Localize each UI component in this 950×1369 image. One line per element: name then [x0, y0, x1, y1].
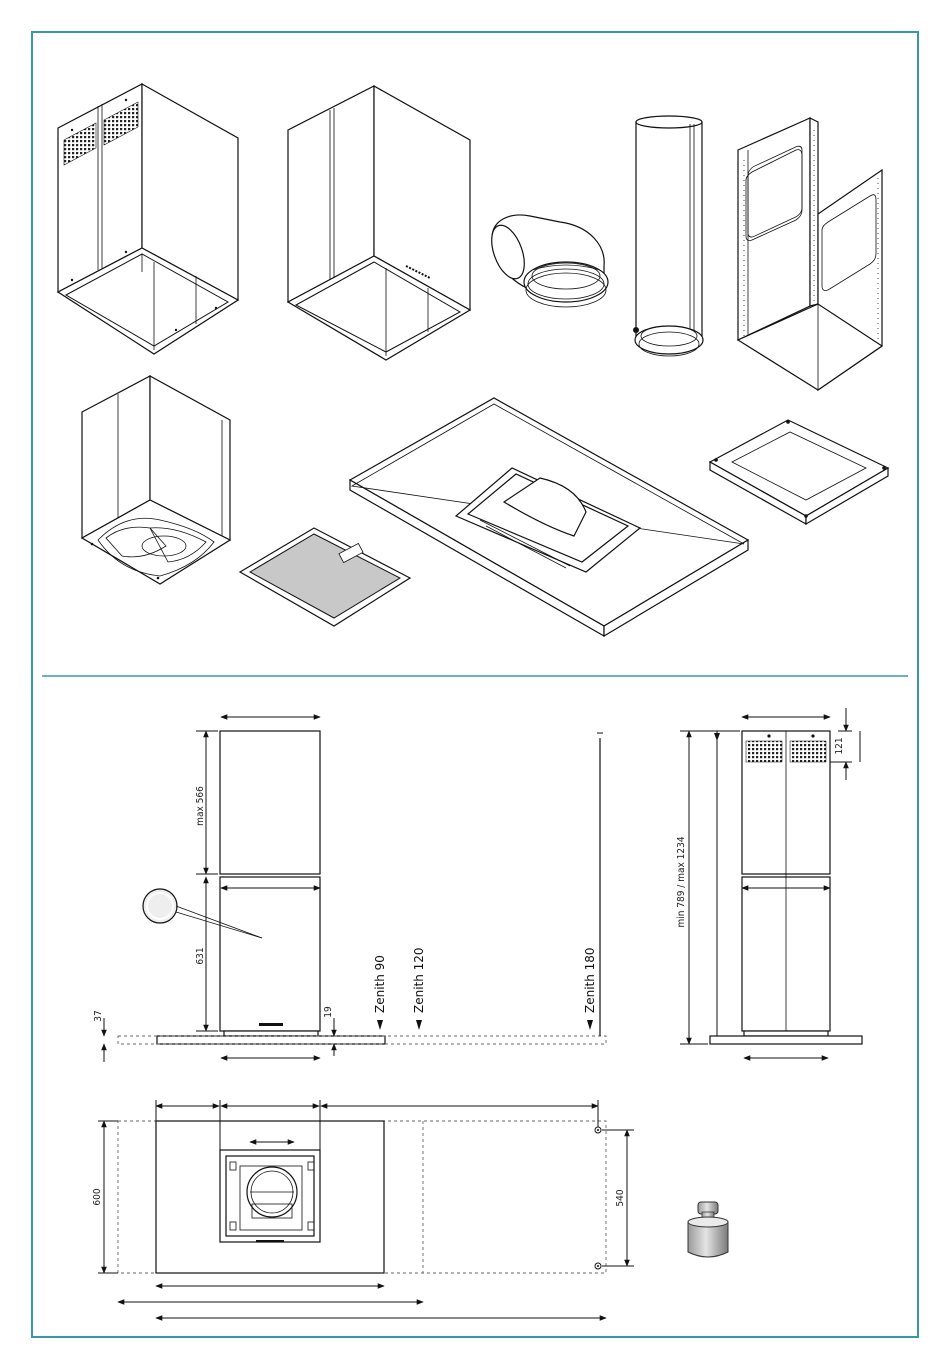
plan-view: 600 540 [92, 1100, 634, 1318]
mounting-plate [710, 420, 888, 524]
plan-depth-label: 600 [92, 1188, 103, 1205]
lower-height-label: 631 [195, 947, 206, 964]
side-view: max 566 631 37 19 Zenith 90 Zenith 120 Z… [93, 717, 606, 1062]
straight-duct [633, 116, 703, 356]
lower-chimney [288, 86, 470, 360]
motor-housing [82, 376, 230, 584]
hole-spacing-label: 540 [615, 1189, 626, 1206]
weight-icon [688, 1202, 728, 1257]
elbow-duct [485, 215, 608, 307]
total-height-label: min 789 / max 1234 [676, 836, 687, 927]
vent-height-label: 121 [834, 737, 845, 754]
hood-panel [350, 398, 748, 636]
zenith-120-label: Zenith 120 [412, 947, 426, 1013]
zenith-180-label: Zenith 180 [583, 947, 597, 1013]
panel-thickness-label: 37 [93, 1010, 104, 1021]
zenith-90-label: Zenith 90 [373, 955, 387, 1013]
grease-filter [240, 528, 410, 626]
bottom-offset-label: 19 [323, 1006, 334, 1018]
front-view: min 789 / max 1234 121 [676, 708, 862, 1058]
vented-upper-chimney [58, 84, 238, 354]
mounting-frame [738, 118, 882, 390]
upper-height-label: max 566 [195, 786, 206, 826]
